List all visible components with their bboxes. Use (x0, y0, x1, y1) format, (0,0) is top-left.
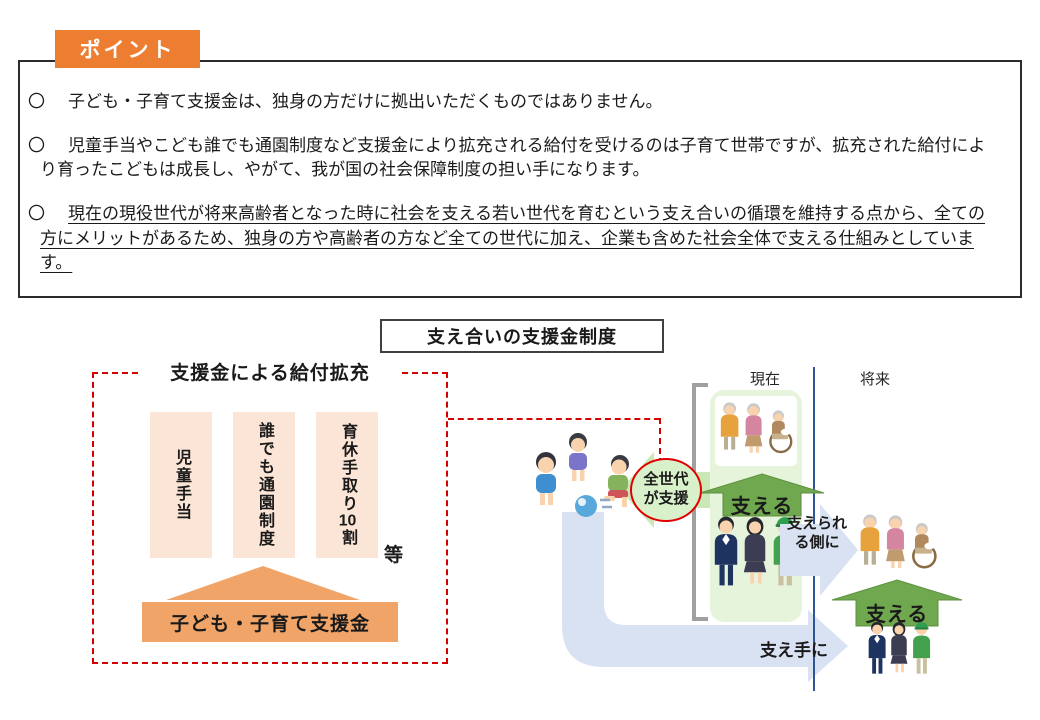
points-header: ポイント (55, 30, 200, 68)
benefit-label: 育休手取り10割 (338, 423, 357, 547)
benefit-label: 児童手当 (173, 449, 190, 521)
connector-dashed-horizontal (448, 418, 660, 420)
benefit-label: 誰でも通園制度 (256, 422, 273, 548)
circle-line-2: が支援 (643, 490, 689, 507)
circle-line-1: 全世代 (643, 471, 689, 489)
present-label: 現在 (749, 371, 780, 388)
benefits-heading: 支援金による給付拡充 (138, 358, 402, 385)
etc-label: 等 (384, 545, 404, 566)
children-playing-illustration (536, 433, 629, 517)
diagram-title: 支え合いの支援金制度 (380, 319, 664, 353)
benefit-box-parental-leave: 育休手取り10割 (316, 412, 378, 558)
bullet-marker: 〇 (28, 92, 45, 111)
fund-triangle-icon (166, 566, 360, 600)
support-arrow-present-icon (699, 473, 825, 517)
support-label-present: 支える (730, 496, 794, 518)
bullet-item: 〇 現在の現役世代が将来高齢者となった時に社会を支える若い世代を育むという支え合… (18, 202, 996, 276)
workers-group-future-illustration (868, 621, 931, 674)
bullet-marker: 〇 (28, 135, 45, 155)
support-label-future: 支える (865, 604, 929, 626)
fund-box: 子ども・子育て支援金 (142, 602, 398, 642)
connector-dashed-vertical (659, 418, 661, 464)
points-bullet-list: 〇 子ども・子育て支援金は、独身の方だけに拠出いただくものではありません。 〇 … (18, 60, 1022, 295)
bullet-item: 〇 子ども・子育て支援金は、独身の方だけに拠出いただくものではありません。 (18, 90, 996, 115)
benefit-box-child-allowance: 児童手当 (150, 412, 212, 558)
bullet-text: 子ども・子育て支援金は、独身の方だけに拠出いただくものではありません。 (68, 92, 663, 111)
supporter-label: 支え手に (760, 641, 828, 660)
elderly-group-future-illustration (860, 514, 937, 569)
all-generations-circle: 全世代 が支援 (630, 458, 702, 522)
future-label: 将来 (859, 371, 890, 388)
points-panel (18, 60, 1022, 298)
supported-side-arrow (780, 504, 858, 596)
supported-side-label: 支えられる側に (786, 515, 847, 552)
bullet-text: 現在の現役世代が将来高齢者となった時に社会を支える若い世代を育むという支え合いの… (40, 203, 985, 273)
benefit-box-nursery-for-all: 誰でも通園制度 (233, 412, 295, 558)
becoming-supporter-arrow (562, 512, 848, 682)
bullet-text: 児童手当やこども誰でも通園制度など支援金により拡充される給付を受けるのは子育て世… (40, 135, 986, 180)
bullet-item: 〇 児童手当やこども誰でも通園制度など支援金により拡充される給付を受けるのは子育… (18, 134, 996, 183)
elderly-group-present-illustration (720, 402, 793, 454)
bullet-marker: 〇 (28, 203, 45, 223)
